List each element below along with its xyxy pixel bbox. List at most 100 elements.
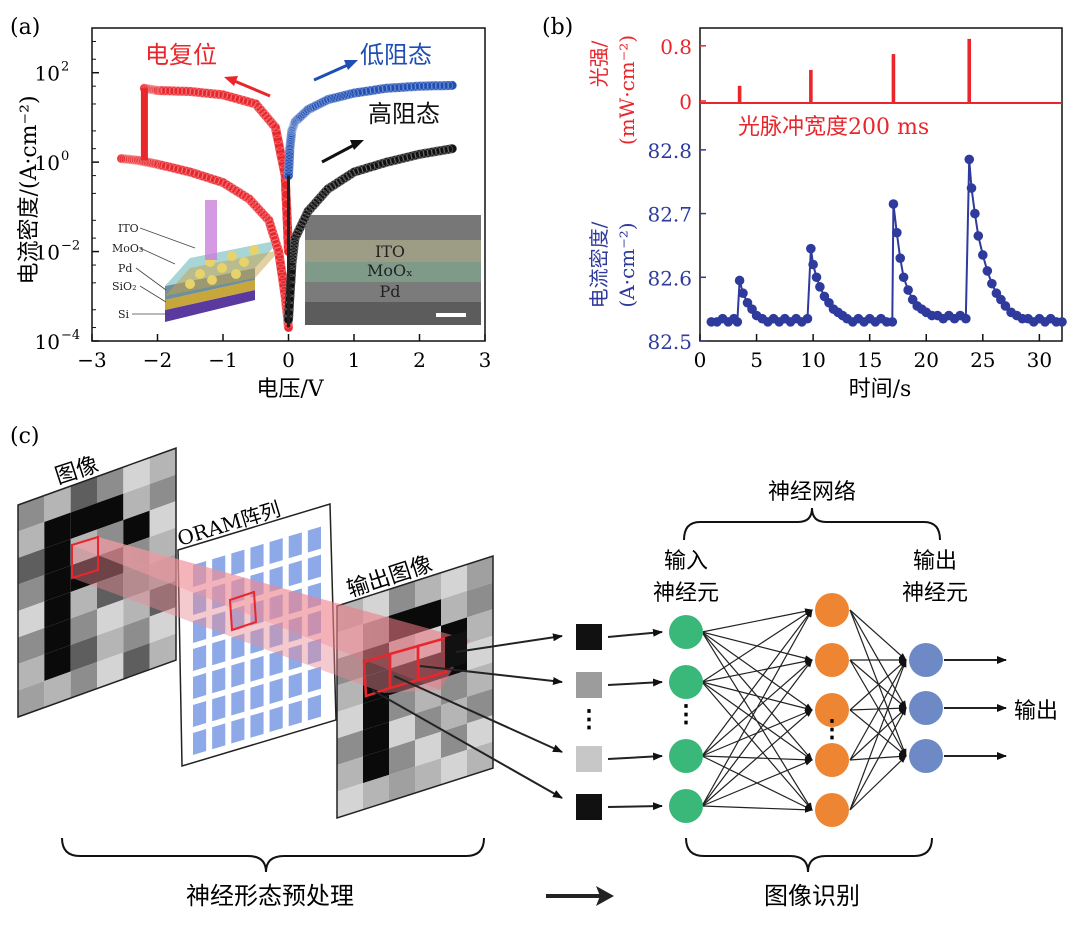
a-curve-marker	[443, 144, 454, 155]
a-curve-marker	[227, 183, 238, 194]
image-pixel	[337, 677, 363, 712]
current-point	[903, 285, 913, 295]
a-curve-marker	[301, 209, 312, 220]
current-point	[892, 227, 902, 238]
oram-cell	[231, 661, 245, 688]
a-curve-marker	[122, 154, 133, 165]
oram-cell	[250, 683, 264, 710]
a-curve-marker	[285, 141, 296, 152]
a-curve-marker	[222, 90, 233, 101]
arrow-hrs	[321, 142, 357, 164]
pixel-arrow	[393, 675, 563, 753]
a-curve-marker	[265, 116, 276, 127]
a-curve-marker	[434, 80, 445, 91]
image-pixel	[70, 662, 97, 699]
sem-layer-pd: Pd	[379, 282, 400, 301]
a-curve-marker	[238, 95, 249, 106]
a-curve-marker	[289, 236, 300, 247]
a-curve-marker	[288, 120, 299, 131]
oram-cell	[250, 627, 264, 654]
a-curve-marker	[281, 189, 292, 200]
a-curve-marker	[197, 87, 208, 98]
a-curve-marker	[394, 154, 405, 165]
a-curve-marker	[177, 165, 188, 176]
a-curve-marker	[197, 170, 208, 181]
a-curve-marker	[385, 82, 396, 93]
preprocess-label: 神经形态预处理	[186, 882, 354, 910]
a-curve-marker	[369, 85, 380, 96]
network-label: 神经网络	[768, 480, 856, 505]
a-curve-marker	[288, 121, 299, 132]
image-pixel	[18, 681, 45, 717]
a-curve-marker	[373, 159, 384, 170]
a-curve-marker	[293, 113, 304, 124]
a-curve-marker	[181, 166, 192, 177]
input-neuron-label-1: 输入	[664, 549, 708, 574]
a-curve-marker	[160, 85, 171, 96]
a-curve-marker	[299, 212, 310, 223]
b-bottom-ytick-label: 82.5	[647, 330, 692, 354]
input-window	[71, 535, 99, 580]
a-curve-marker	[310, 197, 321, 208]
image-pixel	[44, 539, 71, 576]
a-curve-marker	[284, 153, 295, 164]
a-curve-marker	[193, 169, 204, 180]
synapse	[849, 609, 907, 661]
a-xtick-label: 0	[282, 348, 295, 372]
a-ytick-label: 10	[35, 62, 60, 86]
a-curve-marker	[152, 85, 163, 96]
a-curve-marker	[398, 153, 409, 164]
sem-layer-ito: ITO	[375, 242, 405, 261]
a-ytick-exponent: 2	[61, 60, 69, 75]
a-curve-marker	[339, 173, 350, 184]
a-curve-marker	[322, 184, 333, 195]
a-curve-marker	[329, 179, 340, 190]
a-curve-marker	[410, 81, 421, 92]
a-curve-marker	[285, 287, 296, 298]
b-bottom-ytick-label: 82.8	[647, 139, 692, 163]
a-curve-marker	[147, 84, 158, 95]
a-curve-marker	[256, 207, 267, 218]
a-curve-marker	[126, 154, 137, 165]
oram-cell	[231, 549, 245, 576]
a-curve-marker	[234, 187, 245, 198]
image-pixel	[337, 703, 363, 739]
bottom-ylabel-line2: (A·cm⁻²)	[615, 222, 639, 307]
a-curve-marker	[147, 158, 158, 169]
synapse	[849, 659, 907, 757]
a-curve-marker	[361, 163, 372, 174]
light-pulse-bar	[809, 69, 813, 102]
image-pixel	[415, 572, 441, 608]
image-pixel	[18, 575, 45, 611]
a-curve-marker	[242, 96, 253, 107]
current-point	[732, 317, 743, 327]
synapse	[849, 659, 907, 761]
current-point	[811, 272, 822, 283]
a-curve-marker	[177, 86, 188, 97]
a-curve-marker	[168, 86, 179, 97]
image-pixel	[441, 590, 467, 626]
a-curve-marker	[320, 186, 331, 197]
synapse	[849, 659, 907, 711]
image-pixel	[467, 609, 493, 644]
a-curve-marker	[294, 112, 305, 123]
oram-cell	[193, 645, 207, 671]
oram-cell	[193, 729, 207, 755]
a-curve-marker	[418, 81, 429, 92]
a-curve-marker	[335, 91, 346, 102]
b-xtick-label: 0	[694, 348, 707, 372]
a-curve-marker	[269, 234, 280, 245]
oram-cell	[212, 611, 226, 638]
a-curve-marker	[426, 147, 437, 158]
oram-cell	[288, 560, 302, 587]
a-curve-marker	[209, 89, 220, 100]
pixel-light	[576, 746, 602, 772]
a-curve-marker	[285, 137, 296, 148]
a-curve-marker	[402, 81, 413, 92]
a-curve-marker	[289, 119, 300, 130]
image-pixel	[389, 766, 415, 802]
a-curve-marker	[286, 132, 297, 143]
a-curve-marker	[274, 140, 285, 151]
oram-cell	[231, 633, 245, 660]
